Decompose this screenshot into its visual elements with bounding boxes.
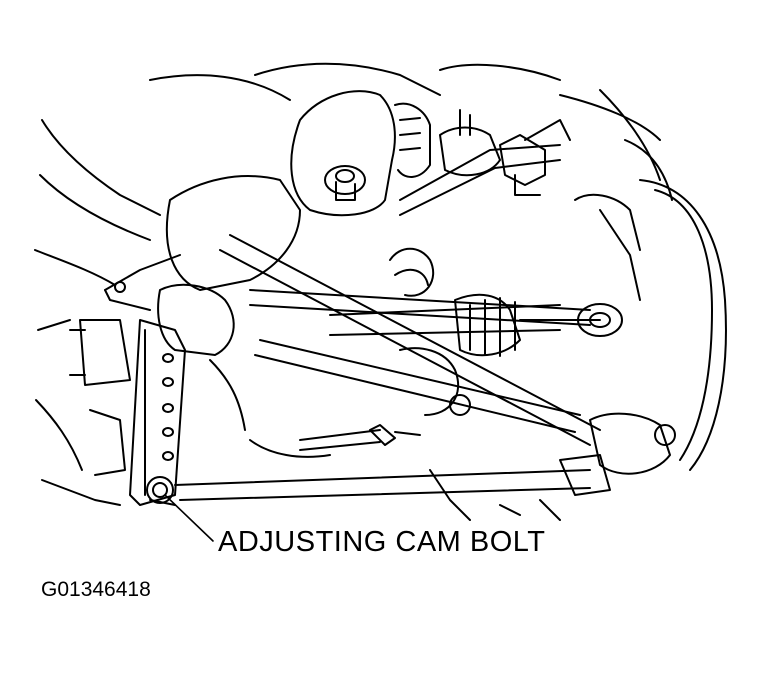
diagonal-link: [220, 235, 675, 474]
adjuster-plate: [130, 320, 185, 505]
callout-leader-line: [165, 495, 213, 541]
drive-shaft-boot: [330, 295, 600, 356]
lateral-link-rear: [175, 455, 610, 500]
steering-knuckle: [575, 140, 726, 470]
upper-mount: [291, 91, 500, 215]
tie-rod-upper: [400, 120, 570, 215]
stabilizer-link: [255, 340, 580, 450]
body-frame-outline: [35, 64, 660, 505]
callout-label: ADJUSTING CAM BOLT: [218, 526, 546, 558]
figure-id: G01346418: [41, 578, 151, 601]
lateral-link-front: [250, 290, 622, 336]
adjusting-cam-bolt: [147, 477, 175, 505]
misc-components: [70, 249, 560, 520]
